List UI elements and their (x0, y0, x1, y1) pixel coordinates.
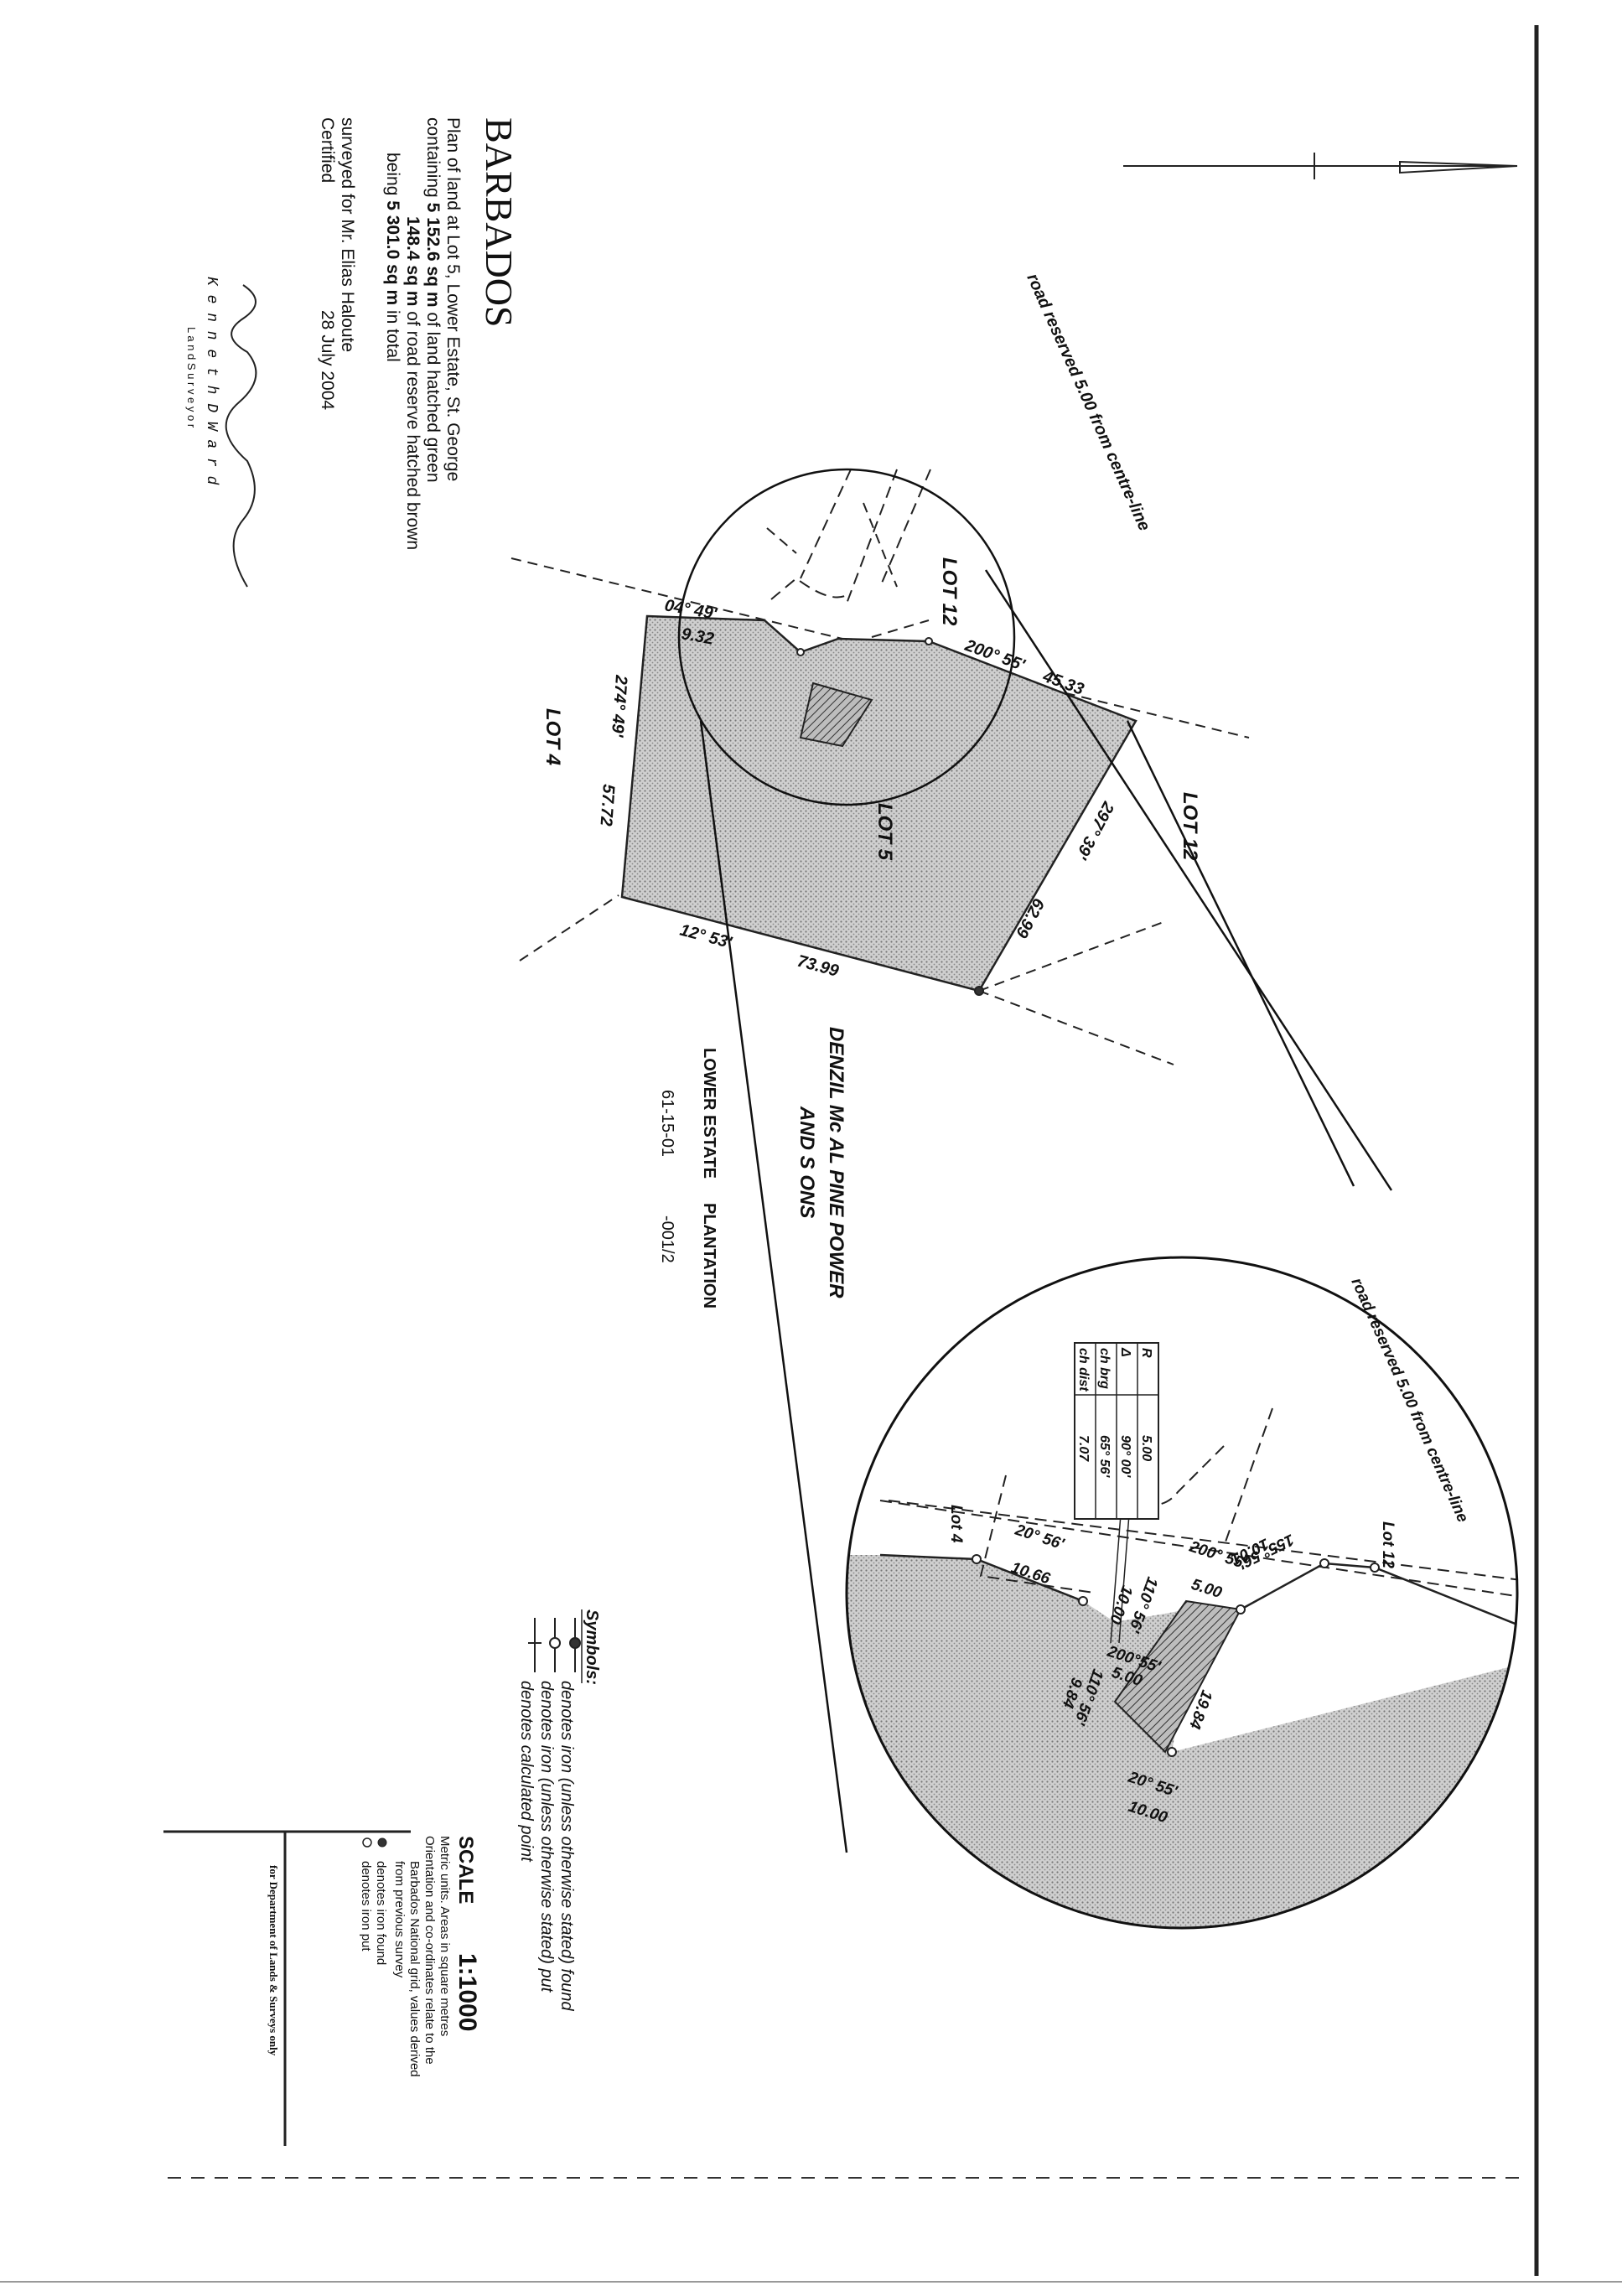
symbol-put-text: denotes iron (unless otherwise stated) p… (537, 1681, 556, 1993)
iron-found-icon (569, 1637, 581, 1649)
legend-found-text: denotes iron found (374, 1861, 388, 1965)
curve-table: R 5.00 Δ 90° 00' ch brg 65° 56' ch dist … (1074, 1342, 1159, 1520)
owner-estate: LOWER ESTATE (700, 1048, 718, 1179)
plan-description: Plan of land at Lot 5, Lower Estate, St.… (443, 117, 463, 481)
legend-iron-put-icon (362, 1837, 372, 1848)
scale-note-4: from previous survey (392, 1861, 407, 1978)
bearing-12-53: 12° 53' (678, 921, 735, 953)
detail-d-5-00-top: 5.00 (1189, 1576, 1224, 1603)
symbols-legend: Symbols: denotes iron (unless otherwise … (517, 1609, 601, 2011)
road-reserve-label: road reserved 5.00 from centre-line (1023, 271, 1153, 534)
country-title: BARBADOS (478, 117, 521, 328)
dist-57-72: 57.72 (597, 784, 618, 827)
boundary-extensions (510, 502, 1250, 1065)
detail-circle (845, 1256, 1519, 1930)
lot-5-label: LOT 5 (873, 803, 896, 861)
symbols-heading: Symbols: (583, 1609, 601, 1685)
owner-ref-a: 61-15-01 (658, 1090, 676, 1157)
detail-road-hatch (1113, 1599, 1242, 1754)
legend-put-text: denotes iron put (359, 1861, 373, 1951)
area-total-line: being 5 301.0 sq m in total (383, 153, 402, 362)
surveyed-for: surveyed for Mr. Elias Haloute (338, 117, 357, 352)
detail-enlargement: R 5.00 Δ 90° 00' ch brg 65° 56' ch dist … (845, 1256, 1519, 1930)
lot12-side-line (1126, 720, 1355, 1187)
lot-4-label: LOT 4 (542, 708, 564, 765)
owner-ref-b: -001/2 (658, 1215, 676, 1263)
scale-block: SCALE 1:1000 Metric units. Areas in squa… (163, 1830, 481, 2146)
road-reserve-lines (770, 469, 931, 604)
detail-lot12-label: Lot 12 (1379, 1521, 1397, 1568)
detail-road-reserve-label: road reserved 5.00 from centre-line (1347, 1275, 1471, 1525)
detail-lot4-label: Lot 4 (947, 1505, 965, 1543)
scale-note-3: Barbados National grid, values derived (407, 1861, 422, 2077)
area-road-line: 148.4 sq m of road reserve hatched brown (403, 216, 422, 550)
scale-note-1: Metric units. Areas in square metres (438, 1836, 452, 2036)
corner-markers (796, 637, 984, 996)
scale-value: 1:1000 (453, 1953, 481, 2031)
iron-put-icon (549, 1637, 561, 1649)
department-note: for Department of Lands & Surveys only (267, 1865, 280, 2056)
symbol-found-text: denotes iron (unless otherwise stated) f… (557, 1681, 576, 2011)
curve-value-chdist: 7.07 (1076, 1435, 1091, 1462)
area-land-line: containing 5 152.6 sq m of land hatched … (423, 117, 443, 483)
detail-reference-circle (677, 468, 1016, 806)
curve-value-r: 5.00 (1139, 1435, 1153, 1461)
detail-b-20-56: 20° 56' (1013, 1521, 1068, 1553)
curve-label-delta: Δ (1118, 1347, 1132, 1357)
detail-corner-markers (972, 1554, 1380, 1757)
surveyor-name: K e n n e t h D W a r d (203, 277, 220, 485)
owner-plantation: PLANTATION (700, 1203, 718, 1309)
owner-line-2: AND S ONS (795, 1106, 818, 1218)
lot-12-side-label: LOT 12 (1179, 792, 1201, 861)
curve-label-chdist: ch dist (1076, 1348, 1091, 1392)
tangent-line-upper (984, 569, 1393, 1191)
curve-value-chbrg: 65° 56' (1097, 1435, 1112, 1478)
certified-date: 28 July 2004 (318, 310, 337, 410)
lot-12-top-label: LOT 12 (938, 557, 961, 626)
legend-iron-found-icon (377, 1837, 387, 1848)
bearing-274-49: 274° 49' (608, 674, 630, 739)
scale-note-2: Orientation and co-ordinates relate to t… (422, 1836, 437, 2065)
road-reserve-hatch (799, 682, 873, 748)
title-block: BARBADOS Plan of land at Lot 5, Lower Es… (185, 117, 521, 588)
symbol-calc-text: denotes calculated point (517, 1681, 536, 1863)
scale-word: SCALE (454, 1836, 477, 1904)
tangent-line-lower (699, 720, 848, 1853)
curve-label-chbrg: ch brg (1097, 1348, 1112, 1389)
surveyor-title: L a n d S u r v e y o r (185, 327, 198, 428)
surveyor-signature (225, 284, 257, 588)
north-arrow-icon (1123, 153, 1518, 179)
dist-73-99: 73.99 (795, 952, 842, 981)
owner-line-1: DENZIL Mc AL PINE POWER (825, 1027, 847, 1298)
adjacent-owner-block: DENZIL Mc AL PINE POWER AND S ONS LOWER … (658, 1027, 847, 1309)
curve-value-delta: 90° 00' (1118, 1435, 1132, 1478)
detail-boundary-dashed (879, 1500, 1517, 1598)
certified-label: Certified (318, 117, 337, 183)
curve-label-r: R (1139, 1348, 1153, 1358)
